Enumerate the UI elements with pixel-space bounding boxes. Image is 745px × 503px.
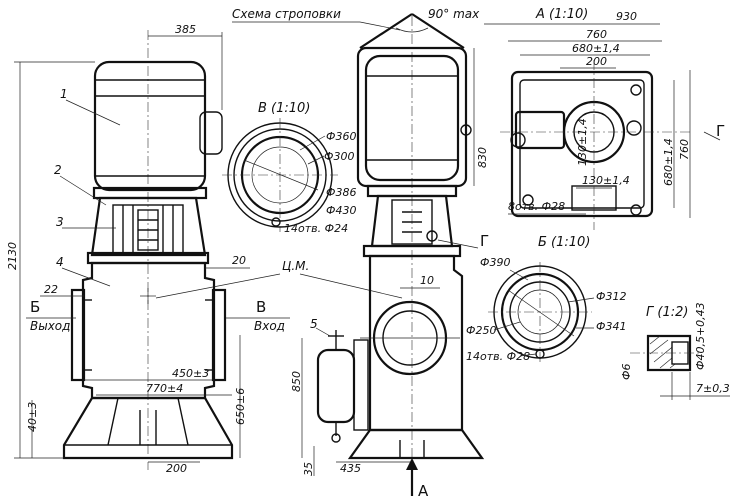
- view-b-title: Б (1:10): [538, 235, 590, 250]
- dim-40: 40±3: [26, 402, 39, 432]
- detail-g: Г (1:2) Ф40,5+0,43 Ф6 7±0,3: [620, 302, 730, 400]
- side-view: Схема строповки 90° max Г 10: [232, 7, 489, 500]
- view-a-title: A (1:10): [535, 7, 588, 22]
- callout-1: 1: [60, 87, 121, 126]
- svg-text:5: 5: [310, 317, 318, 331]
- view-a-d130-v: 130±1,4: [576, 118, 589, 166]
- view-a-d930: 930: [616, 10, 637, 23]
- inlet-flange: [211, 288, 227, 382]
- detail-g-leader: Г: [480, 232, 489, 250]
- dim-200-bottom: 200: [166, 462, 187, 475]
- view-v-holes: 14отв. Ф24: [284, 222, 348, 235]
- view-v-d430: Ф430: [326, 204, 356, 217]
- electric-motor: [93, 60, 207, 192]
- inlet-label: Вход: [254, 319, 285, 333]
- terminal-box: [199, 111, 223, 155]
- dim-830: 830: [476, 147, 489, 168]
- outlet-flange: [70, 288, 86, 382]
- detail-g-d40: Ф40,5+0,43: [694, 302, 707, 370]
- callout-4: 4: [56, 255, 111, 287]
- detail-g-d6: Ф6: [620, 364, 633, 380]
- view-a-arrow: А: [418, 482, 429, 500]
- front-view: 385 2130 20 22 450±3 770±4 650±6 40±3 20…: [6, 23, 403, 475]
- view-a-d130-h: 130±1,4: [582, 174, 630, 187]
- view-v-title: В (1:10): [258, 101, 310, 116]
- view-v-d386: Ф386: [326, 186, 356, 199]
- dim-385: 385: [175, 23, 196, 36]
- view-b-d312: Ф312: [596, 290, 626, 303]
- dim-850: 850: [290, 371, 303, 392]
- view-b-d341: Ф341: [596, 320, 626, 333]
- sling-ropes: [359, 13, 465, 49]
- view-a-d680-right: 680±1,4: [662, 138, 675, 186]
- accessory-unit-5: 5: [310, 317, 369, 443]
- dim-20: 20: [232, 254, 246, 267]
- view-a-holes: 8отв. Ф28: [508, 200, 565, 213]
- sling-scheme-label: Схема строповки: [232, 7, 341, 21]
- callout-2: 2: [54, 163, 107, 206]
- dim-435: 435: [340, 462, 361, 475]
- detail-g-d7: 7±0,3: [696, 382, 730, 395]
- dim-35: 35: [302, 462, 315, 476]
- sling-angle-label: 90° max: [428, 7, 480, 21]
- view-v-d360: Ф360: [326, 130, 356, 143]
- dim-22: 22: [44, 283, 58, 296]
- view-v: В (1:10) Ф360 Ф300 Ф386 Ф430 14отв. Ф24: [222, 101, 356, 235]
- svg-text:2: 2: [54, 163, 62, 177]
- detail-g-leader-2: Г: [716, 122, 725, 140]
- inlet-section-letter: В: [256, 298, 266, 316]
- svg-text:1: 1: [60, 87, 68, 101]
- dim-10: 10: [420, 274, 434, 287]
- view-b-d390: Ф390: [480, 256, 510, 269]
- view-b-holes: 14отв. Ф28: [466, 350, 530, 363]
- outlet-section-letter: Б: [30, 298, 40, 316]
- view-a-d760-top: 760: [586, 28, 607, 41]
- outlet-label: Выход: [30, 319, 70, 333]
- dim-2130: 2130: [6, 242, 19, 270]
- view-b-d250: Ф250: [466, 324, 496, 337]
- center-mass-label: Ц.М.: [282, 259, 309, 273]
- dim-770: 770±4: [146, 382, 183, 395]
- dim-450: 450±3: [172, 367, 209, 380]
- side-casing: [368, 254, 464, 432]
- svg-text:4: 4: [56, 255, 64, 269]
- view-b: Б (1:10) Ф390 Ф312 Ф250 Ф341 14отв. Ф28: [466, 235, 626, 363]
- svg-text:3: 3: [56, 215, 64, 229]
- view-v-d300: Ф300: [324, 150, 354, 163]
- view-a-d200: 200: [586, 55, 607, 68]
- dim-650: 650±6: [234, 388, 247, 425]
- lantern-bracket: [90, 196, 207, 257]
- view-a-d760-right: 760: [678, 139, 691, 160]
- view-a-d680-top: 680±1,4: [572, 42, 620, 55]
- callout-3: 3: [56, 215, 116, 229]
- detail-g-title: Г (1:2): [646, 305, 688, 320]
- view-a: A (1:10) 930 760 680±1,4 200 130±1,4 130…: [484, 7, 725, 230]
